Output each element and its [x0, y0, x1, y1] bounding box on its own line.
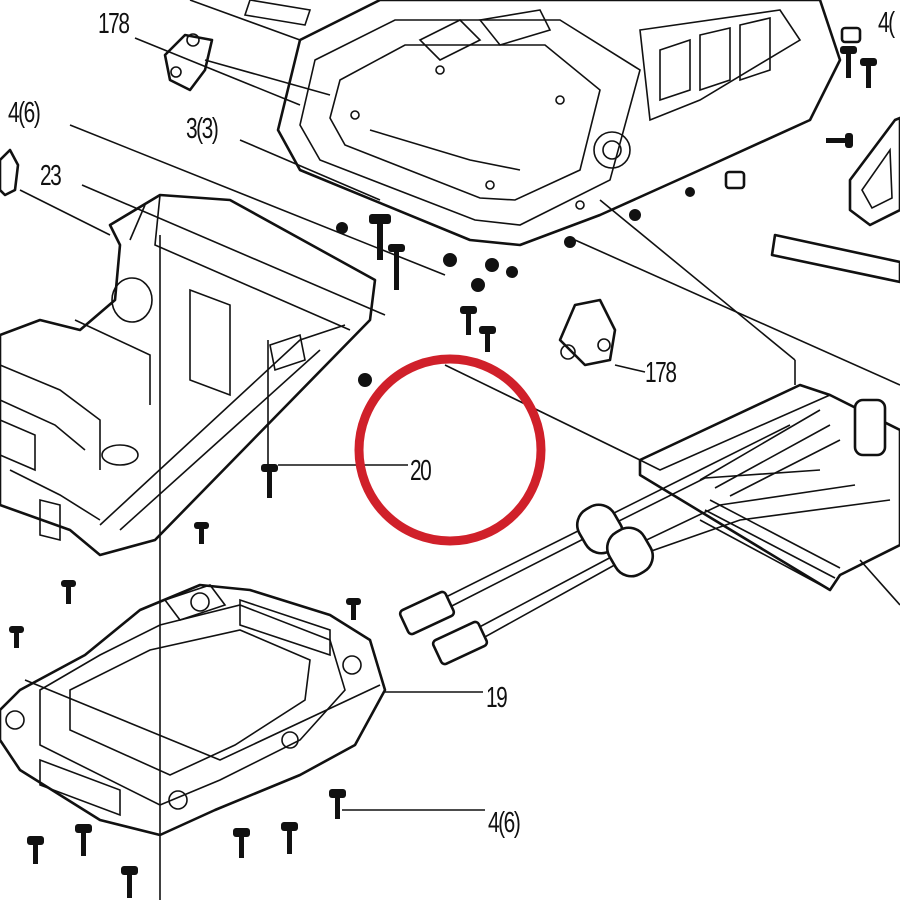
screw: [9, 626, 24, 648]
screw: [826, 133, 853, 148]
screw: [860, 58, 877, 88]
edge-clip: [0, 148, 20, 197]
screw: [479, 326, 496, 352]
nut: [629, 209, 641, 221]
circuit-board: [638, 383, 900, 592]
callout-labels: 178 4(6) 3(3) 23 178 20 19 4(6) 4(: [8, 7, 897, 839]
screw: [121, 866, 138, 898]
screw: [460, 306, 477, 335]
screw: [369, 214, 391, 260]
nut: [358, 373, 372, 387]
clip-178-top: [163, 33, 214, 92]
right-link-part: [770, 116, 900, 284]
screw: [75, 824, 92, 856]
nut: [485, 258, 499, 272]
wire-harness: [398, 424, 891, 666]
callout-19: 19: [486, 682, 507, 714]
callout-4-6-bottom: 4(6): [488, 807, 520, 839]
screw: [388, 244, 405, 290]
screw: [329, 789, 346, 819]
nut: [471, 278, 485, 292]
callout-178-top: 178: [98, 8, 129, 40]
upper-housing: [243, 0, 842, 247]
screw: [61, 580, 76, 604]
screws: [9, 26, 877, 898]
callout-4-top-right: 4(: [878, 7, 896, 39]
leader-lines: [19, 0, 900, 900]
callout-3-3: 3(3): [186, 113, 218, 145]
screw: [840, 46, 857, 78]
nut: [685, 187, 695, 197]
nut: [336, 222, 348, 234]
nut: [443, 253, 457, 267]
callout-178-right: 178: [645, 357, 676, 389]
screw: [233, 828, 250, 858]
highlight-ring: [354, 354, 546, 546]
callout-20: 20: [410, 455, 432, 487]
nut: [564, 236, 576, 248]
left-bracket-part: [0, 193, 377, 557]
screw: [346, 598, 361, 620]
callout-23: 23: [40, 160, 61, 192]
clip-178-right: [558, 298, 617, 367]
lower-housing-19: [0, 583, 387, 837]
screw: [281, 822, 298, 854]
screw: [194, 522, 209, 544]
square-nut: [724, 170, 746, 190]
nut: [506, 266, 518, 278]
screw: [27, 836, 44, 864]
callout-4-6-left: 4(6): [8, 97, 40, 129]
screw: [261, 464, 278, 498]
square-nut: [840, 26, 862, 44]
